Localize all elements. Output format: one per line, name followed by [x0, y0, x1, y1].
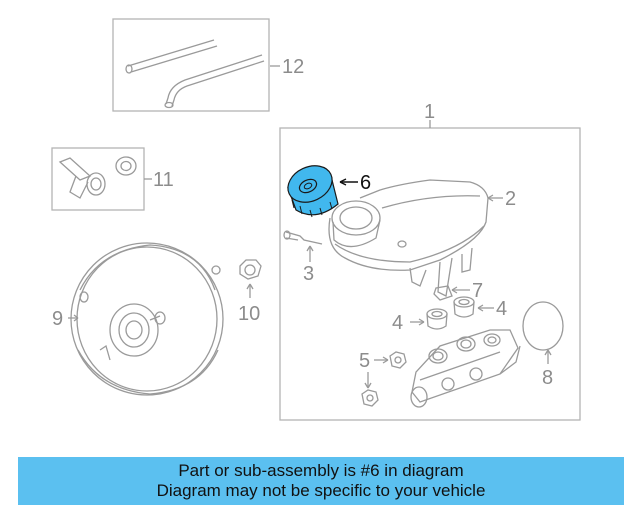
callout-5: 5: [359, 350, 370, 372]
reservoir-filler-neck: [331, 200, 381, 248]
callout-1: 1: [424, 101, 435, 123]
callout-2: 2: [505, 188, 516, 210]
part-9-brake-booster: [68, 242, 224, 396]
part-8-seal: [522, 301, 564, 364]
callout-12: 12: [282, 56, 304, 78]
part-2-reservoir: [328, 179, 503, 297]
part-11-check-valve: [51, 147, 152, 211]
info-banner: Part or sub-assembly is #6 in diagram Di…: [18, 457, 624, 505]
callout-4b: 4: [392, 312, 403, 334]
callout-9: 9: [52, 308, 63, 330]
part-4-grommet-upper: [453, 296, 494, 318]
part-12-hoses: [112, 18, 280, 112]
part-7-clip: [433, 285, 470, 301]
part-5-nut-lower: [361, 372, 379, 407]
callout-4a: 4: [496, 298, 507, 320]
parts-diagram: 12 11 9 10 1: [51, 18, 581, 421]
callout-10: 10: [238, 303, 260, 325]
part-4-grommet-lower: [410, 308, 448, 330]
banner-line-part: Part or sub-assembly is #6 in diagram: [178, 461, 464, 480]
callout-7: 7: [472, 280, 483, 302]
master-cylinder-body: [410, 329, 521, 408]
part-5-nut-upper: [374, 351, 407, 369]
banner-line-disclaimer: Diagram may not be specific to your vehi…: [156, 481, 486, 500]
part-10-nut: [239, 259, 262, 298]
callout-3: 3: [303, 263, 314, 285]
callout-11: 11: [153, 169, 174, 191]
callout-6: 6: [360, 172, 371, 194]
callout-8: 8: [542, 367, 553, 389]
part-6-reservoir-cap: [287, 165, 358, 218]
part-3-sensor: [283, 230, 323, 262]
